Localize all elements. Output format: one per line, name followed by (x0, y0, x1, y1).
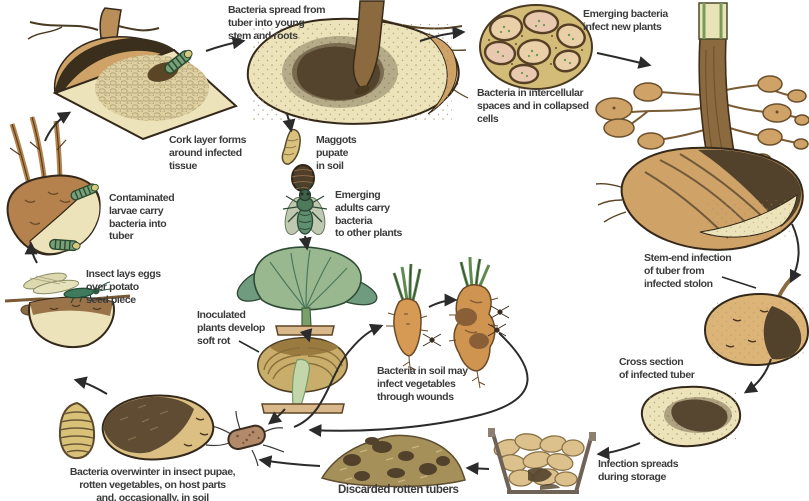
arrow-crosssection-to-storage (596, 442, 641, 460)
arrow-fly-to-cabbage (298, 235, 312, 251)
cycle-arrows (24, 26, 802, 475)
arrow-infectedcarrot-to-bacterium (308, 332, 529, 438)
arrow-cells-to-newplant (596, 52, 652, 69)
healthy-carrot (386, 263, 442, 373)
maggot (281, 128, 301, 165)
label-cross-section: Cross section of infected tuber (619, 356, 695, 381)
arrow-overwinter-to-insect (73, 376, 108, 395)
stolon-infected-tuber (595, 146, 804, 251)
arrow-rottedcabbage-to-bacterium (267, 408, 286, 425)
label-stem-end-infection: Stem-end infection of tuber from infecte… (644, 252, 732, 290)
label-bacteria-overwinter: Bacteria overwinter in insect pupae, rot… (69, 466, 236, 501)
stem-end-infected-potato (703, 271, 809, 367)
label-discarded-tubers: Discarded rotten tubers (338, 484, 459, 496)
insect-pupa (58, 401, 96, 460)
egg-laying-insect-on-seed-piece (4, 272, 131, 348)
arrow-corktuber-to-seedtuber (205, 36, 246, 52)
arrow-seedtuber-to-maggot (282, 113, 296, 133)
healthy-cabbage (236, 246, 378, 336)
label-emerging-bacteria: Emerging bacteria infect new plants (583, 8, 668, 33)
arrow-bacterium-to-carrot (293, 323, 384, 428)
soil-insect (422, 333, 442, 347)
label-bacteria-spread: Bacteria spread from tuber into young st… (228, 4, 326, 42)
label-emerging-adults: Emerging adults carry bacteria to other … (335, 189, 402, 240)
label-insect-lays-eggs: Insect lays eggs over potato seed piece (86, 268, 161, 306)
pointer-inoculated-label (238, 340, 260, 353)
rotting-seed-tuber-with-sprout (246, 0, 469, 125)
intercellular-bacteria-cells (479, 4, 593, 90)
arrow-larvaetuber-to-corktuber (44, 111, 72, 142)
lacewing-insect (23, 272, 113, 304)
infected-carrot (448, 256, 510, 389)
soft-rot-bacterium (205, 410, 285, 467)
label-infection-storage: Infection spreads during storage (598, 458, 679, 483)
arrow-stemend-to-crosssection (743, 358, 772, 394)
arrow-storage-to-pile (465, 462, 490, 475)
label-contaminated-larvae: Contaminated larvae carry bacteria into … (109, 192, 175, 243)
label-maggots-pupate: Maggots pupate in soil (316, 134, 357, 172)
pointer-stemend-label (721, 276, 757, 289)
rotten-potato (101, 394, 215, 461)
soil-insect (487, 305, 510, 337)
label-intercellular: Bacteria in intercellular spaces and in … (477, 87, 589, 125)
arrow-pile-to-bacterium (258, 455, 321, 469)
arrow-seedpiece-to-larvaetuber (24, 241, 38, 264)
label-inoculated-plants: Inoculated plants develop soft rot (197, 309, 265, 347)
discarded-rotten-tuber-pile (320, 434, 466, 488)
arrow-cabbage-to-rottedcabbage (299, 328, 313, 343)
pupa (291, 164, 315, 192)
label-cork-layer: Cork layer forms around infected tissue (169, 134, 247, 172)
adult-fly (282, 182, 328, 236)
seed-piece-with-larvae (6, 116, 101, 256)
arrow-carrot-to-infectedcarrot (428, 293, 458, 308)
arrow-tuber-to-stemend (789, 223, 802, 284)
label-bacteria-in-soil: Bacteria in soil may infect vegetables t… (377, 365, 468, 403)
infected-tuber-cross-section (640, 385, 742, 448)
arrow-seedtuber-to-cells (419, 26, 466, 42)
cut-tuber-with-cork-layer (27, 7, 238, 141)
storage-bin-of-potatoes (488, 428, 596, 494)
